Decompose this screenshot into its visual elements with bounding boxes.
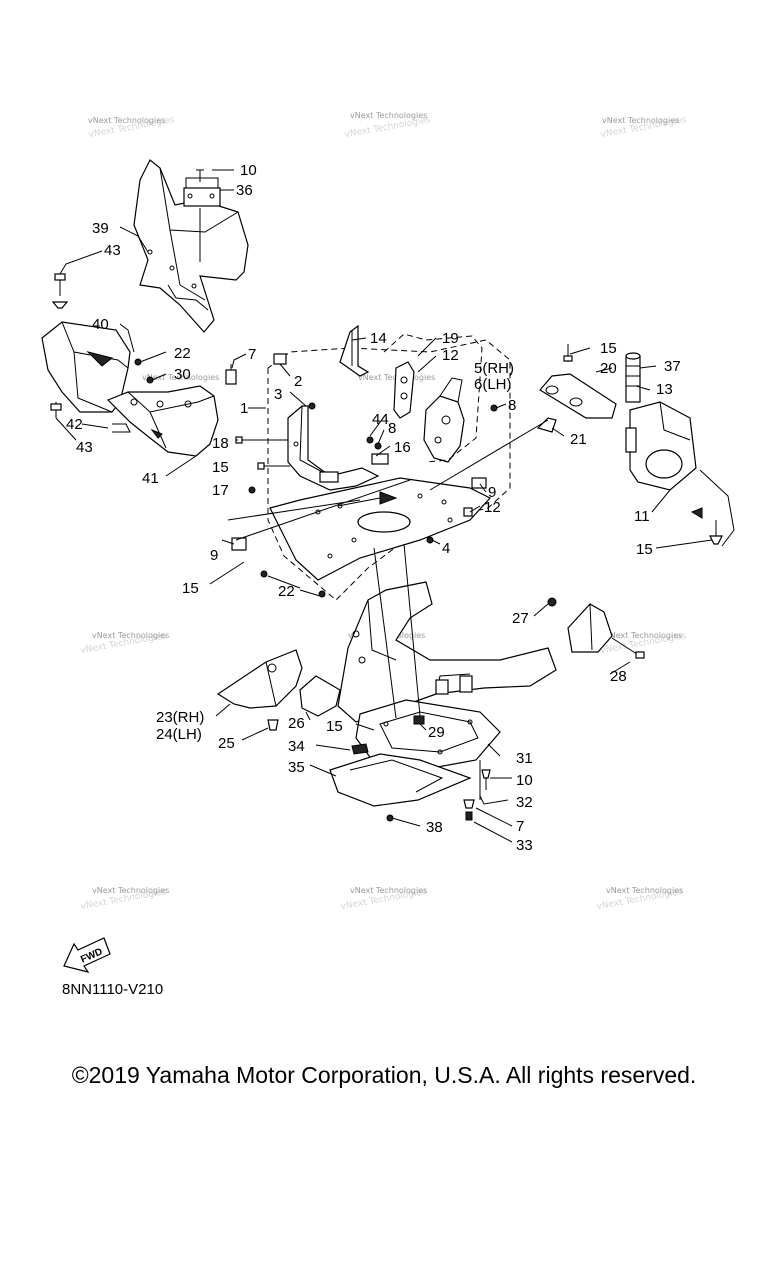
- callout-1: 1: [240, 400, 248, 417]
- callout-27: 27: [512, 610, 529, 627]
- callout-42: 42: [66, 416, 83, 433]
- callout-40: 40: [92, 316, 109, 333]
- left-cover-panels: [41, 273, 237, 457]
- callout-15-far-right: 15: [636, 541, 653, 558]
- callout-29: 29: [428, 724, 445, 741]
- callout-12: 12: [442, 347, 459, 364]
- callout-35: 35: [288, 759, 305, 776]
- callout-19: 19: [442, 330, 459, 347]
- callout-41: 41: [142, 470, 159, 487]
- callout-23-rh: 23(RH): [156, 709, 204, 726]
- callout-12-mid: 12: [484, 499, 501, 516]
- fwd-arrow: FWD: [63, 937, 111, 973]
- callout-20: 20: [600, 360, 617, 377]
- callout-6-lh: 6(LH): [474, 376, 512, 393]
- callout-33: 33: [516, 837, 533, 854]
- callout-2: 2: [294, 373, 302, 390]
- leader-lines: [55, 169, 713, 843]
- callout-39: 39: [92, 220, 109, 237]
- callout-3: 3: [274, 386, 282, 403]
- callout-9-left: 9: [210, 547, 218, 564]
- callout-38: 38: [426, 819, 443, 836]
- watermark: vNext Technologies: [350, 886, 427, 895]
- callout-15-lower: 15: [326, 718, 343, 735]
- callout-14: 14: [370, 330, 387, 347]
- callout-labels: 10 36 39 43 40 22 30 7 2 3 1 42 43 41 18…: [66, 162, 681, 854]
- watermark: vNext Technologies: [88, 116, 165, 125]
- callout-4: 4: [442, 540, 450, 557]
- callout-16: 16: [394, 439, 411, 456]
- callout-28: 28: [610, 668, 627, 685]
- callout-8: 8: [388, 420, 396, 437]
- lower-main-frame: [216, 419, 645, 822]
- callout-30: 30: [174, 366, 191, 383]
- center-frame-group: [231, 324, 511, 601]
- callout-31: 31: [516, 750, 533, 767]
- watermark: vNext Technologies: [350, 111, 427, 120]
- callout-43-lower: 43: [76, 439, 93, 456]
- watermark: vNext Technologies: [606, 886, 683, 895]
- watermark: vNext Technologies: [92, 886, 169, 895]
- callout-37: 37: [664, 358, 681, 375]
- callout-36: 36: [236, 182, 253, 199]
- callout-7: 7: [248, 346, 256, 363]
- callout-15-right: 15: [600, 340, 617, 357]
- callout-15: 15: [212, 459, 229, 476]
- callout-32: 32: [516, 794, 533, 811]
- callout-10-lower: 10: [516, 772, 533, 789]
- callout-15-lower-left: 15: [182, 580, 199, 597]
- callout-22-lower: 22: [278, 583, 295, 600]
- callout-8-right: 8: [508, 397, 516, 414]
- callout-24-lh: 24(LH): [156, 726, 202, 743]
- callout-26: 26: [288, 715, 305, 732]
- upper-left-bracket: [133, 159, 249, 333]
- watermark: vNext Technologies: [142, 373, 219, 382]
- callout-43: 43: [104, 242, 121, 259]
- callout-22: 22: [174, 345, 191, 362]
- callout-21: 21: [570, 431, 587, 448]
- copyright-notice: ©2019 Yamaha Motor Corporation, U.S.A. A…: [71, 1062, 697, 1088]
- callout-13: 13: [656, 381, 673, 398]
- right-bracket-assembly: [536, 344, 735, 547]
- callout-5-rh: 5(RH): [474, 360, 514, 377]
- watermark: vNext Technologies: [92, 631, 169, 640]
- callout-11: 11: [634, 508, 650, 525]
- watermark: vNext Technologies: [605, 631, 682, 640]
- callout-17: 17: [212, 482, 229, 499]
- diagram-code: 8NN1110-V210: [62, 981, 163, 998]
- callout-9-right: 9: [488, 484, 496, 501]
- callout-25: 25: [218, 735, 235, 752]
- watermark: vNext Technologies: [602, 116, 679, 125]
- callout-10: 10: [240, 162, 257, 179]
- callout-44: 44: [372, 411, 389, 428]
- callout-34: 34: [288, 738, 305, 755]
- callout-18: 18: [212, 435, 229, 452]
- callout-7-lower: 7: [516, 818, 524, 835]
